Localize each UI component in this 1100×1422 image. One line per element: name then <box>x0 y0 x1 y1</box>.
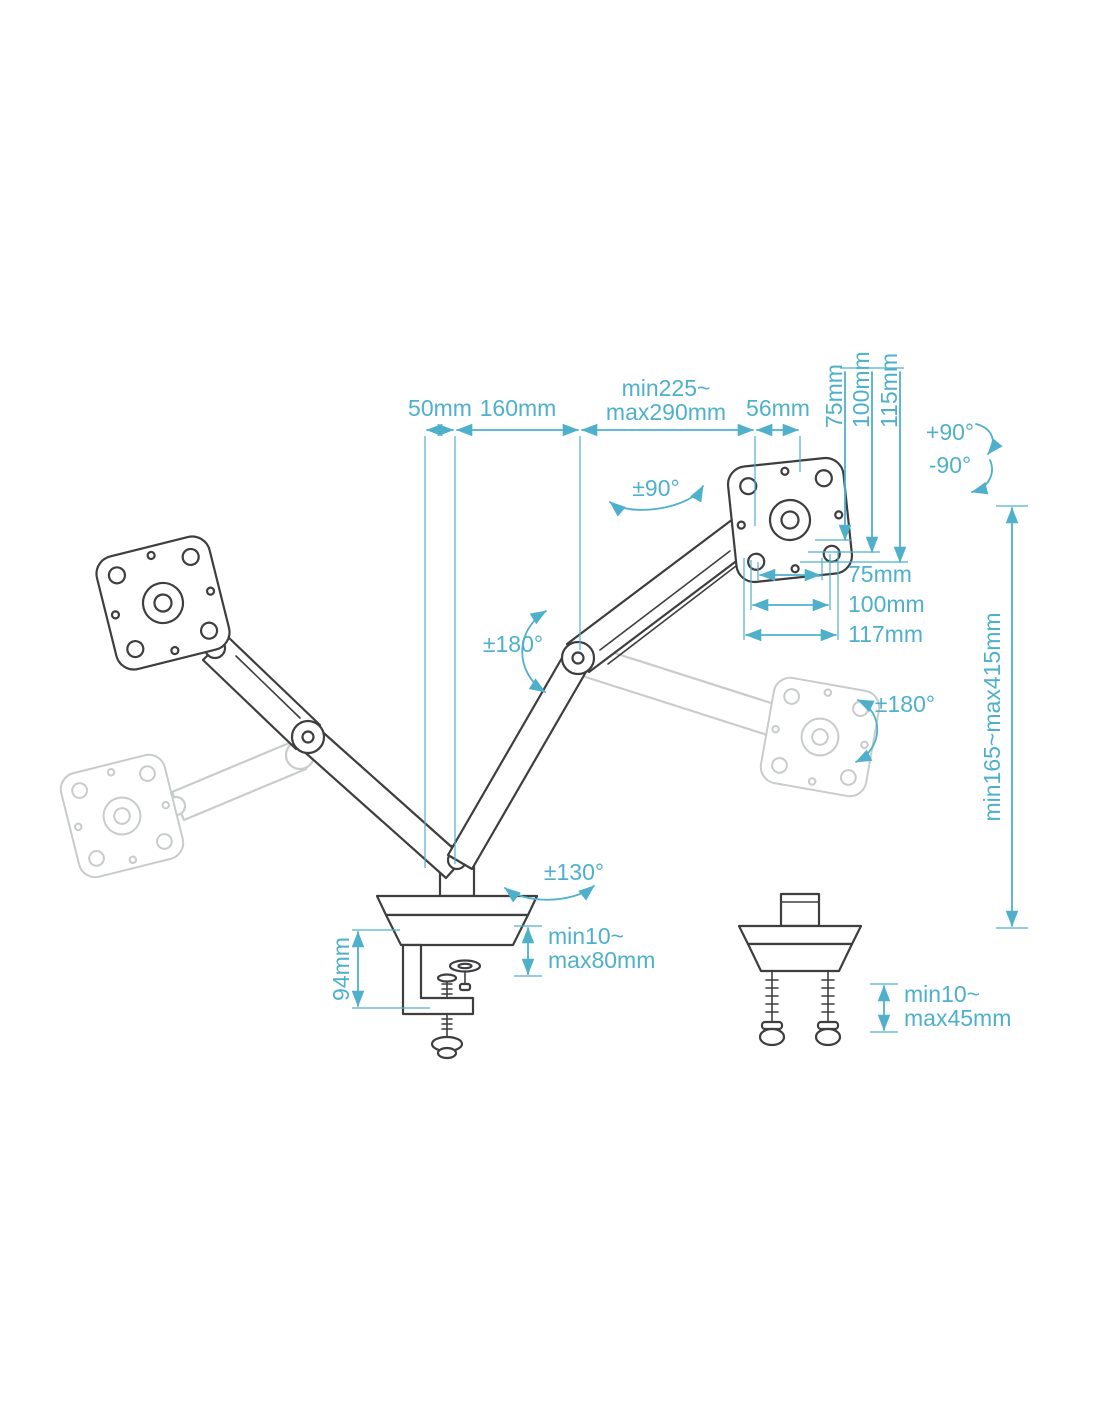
label-grommet-min10: min10~ <box>904 981 980 1007</box>
label-swivel-90: ±90° <box>632 475 679 501</box>
label-160mm: 160mm <box>480 395 557 421</box>
dim-clamp-height: 94mm <box>328 929 430 1009</box>
label-100mm-vertical: 100mm <box>848 351 874 428</box>
desk-clamp-base <box>375 844 539 1060</box>
ghost-right-arm <box>571 641 883 800</box>
label-115mm-vertical: 115mm <box>876 353 902 428</box>
ghost-left-arm <box>56 739 316 882</box>
label-base-swivel-130: ±130° <box>544 859 604 885</box>
label-50mm: 50mm <box>408 395 472 421</box>
label-94mm: 94mm <box>328 937 354 1001</box>
grommet-base <box>737 892 863 1047</box>
dim-height-range: min165~max415mm <box>979 505 1028 929</box>
dim-vesa-vertical: 75mm 100mm 115mm <box>800 351 908 563</box>
label-grommet-max45: max45mm <box>904 1005 1011 1031</box>
label-rotate-180-left: ±180° <box>483 631 543 657</box>
label-117mm: 117mm <box>848 621 923 647</box>
label-min225: min225~ <box>622 375 711 401</box>
right-vesa-plate <box>725 455 855 585</box>
label-rotate-180-right: ±180° <box>875 691 935 717</box>
label-height-range: min165~max415mm <box>979 612 1005 821</box>
dim-clamp-range: min10~ max80mm <box>514 923 655 977</box>
left-monitor-arm <box>201 634 468 880</box>
dim-grommet-range: min10~ max45mm <box>870 981 1011 1033</box>
label-tilt-up-90: +90° <box>926 419 974 445</box>
angle-annotations: ±90° +90° -90° ±180° ±180° ±130° <box>483 419 1003 903</box>
dim-top-chain: 50mm 160mm min225~ max290mm 56mm <box>408 375 810 868</box>
label-100mm-horizontal: 100mm <box>848 591 925 617</box>
label-max290mm: max290mm <box>606 399 726 425</box>
label-75mm-vertical: 75mm <box>821 364 847 428</box>
dim-vesa-horizontal: 75mm 100mm 117mm <box>743 550 925 647</box>
label-75mm-horizontal: 75mm <box>848 561 912 587</box>
label-clamp-min10: min10~ <box>548 923 624 949</box>
label-clamp-max80: max80mm <box>548 947 655 973</box>
label-56mm: 56mm <box>746 395 810 421</box>
label-tilt-down-90: -90° <box>929 452 971 478</box>
